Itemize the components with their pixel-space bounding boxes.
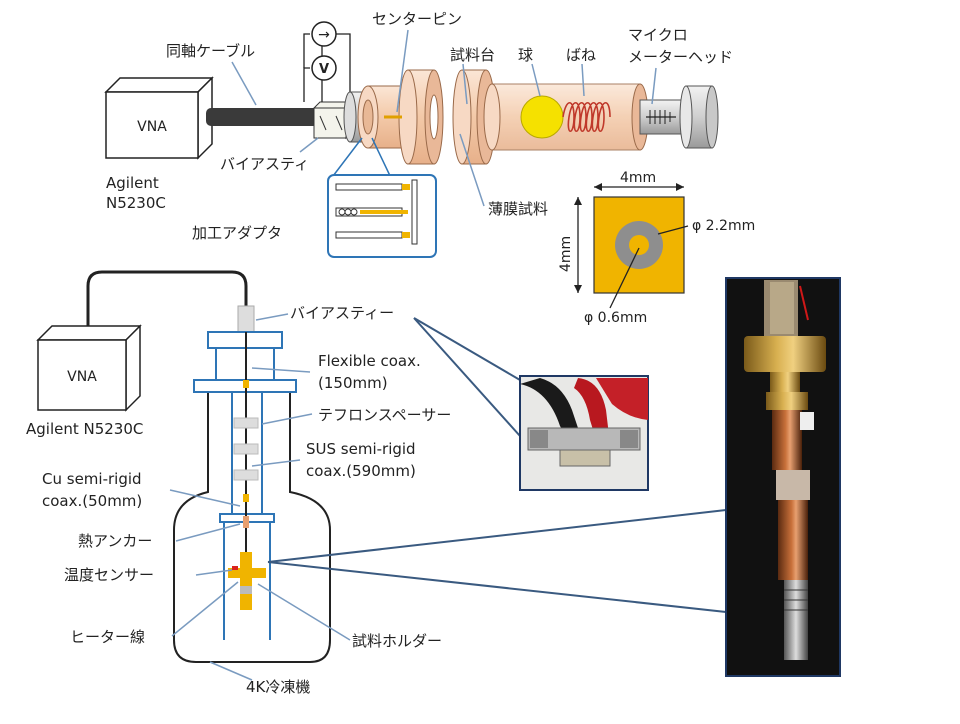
vna-model-top-1: Agilent xyxy=(106,174,159,192)
bias-tee-photo xyxy=(519,375,649,491)
micrometer-label-2: メーターヘッド xyxy=(628,48,733,66)
chip-width-label: 4mm xyxy=(620,170,656,186)
cryo-coax-cable xyxy=(86,270,248,326)
sample-holder xyxy=(228,552,266,610)
sample-stage-label: 試料台 xyxy=(450,46,495,64)
refrigerator-label: 4K冷凍機 xyxy=(246,678,310,696)
vna-model-top-2: N5230C xyxy=(106,194,166,212)
cu-coax-label-2: coax.(50mm) xyxy=(42,492,142,510)
sus-coax-label-2: coax.(590mm) xyxy=(306,462,416,480)
ball-icon xyxy=(520,95,564,139)
chip-height-label: 4mm xyxy=(558,236,574,272)
bias-tee-bottom-label: バイアスティー xyxy=(290,304,394,322)
ball-label: 球 xyxy=(518,46,533,64)
sus-coax-label-1: SUS semi-rigid xyxy=(306,440,416,458)
vna-label-bottom: VNA xyxy=(67,369,97,385)
bias-tee-bottom xyxy=(237,305,255,333)
coax-cable-label: 同軸ケーブル xyxy=(166,42,255,60)
refrigerator-vessel xyxy=(173,392,331,663)
coax-cable xyxy=(206,108,318,126)
thin-film-label: 薄膜試料 xyxy=(488,200,548,218)
teflon-spacer xyxy=(233,417,259,429)
teflon-spacer-label: テフロンスペーサー xyxy=(318,406,451,424)
bias-tee-top-label: バイアスティ xyxy=(220,155,309,173)
flexible-coax-label-2: (150mm) xyxy=(318,374,388,392)
adapter-label: 加工アダプタ xyxy=(192,224,282,242)
flexible-coax-label-1: Flexible coax. xyxy=(318,352,421,370)
cu-coax-label-1: Cu semi-rigid xyxy=(42,470,142,488)
temp-sensor-label: 温度センサー xyxy=(64,566,154,584)
adapter-zoom xyxy=(327,174,437,258)
center-pin-label: センターピン xyxy=(372,10,462,28)
chip-outer-diameter: φ 2.2mm xyxy=(692,218,755,234)
sample-holder-label: 試料ホルダー xyxy=(352,632,442,650)
bias-tee-top xyxy=(303,33,354,140)
spring-label: ばね xyxy=(566,46,596,64)
vna-box-bottom: VNA xyxy=(36,324,142,412)
sample-chip xyxy=(574,183,689,309)
vna-box-top: VNA xyxy=(104,76,214,160)
voltage-meter-icon xyxy=(311,55,337,81)
vna-label-top: VNA xyxy=(137,119,167,135)
teflon-spacer xyxy=(233,443,259,455)
center-pin-flange xyxy=(357,69,444,165)
micrometer-head xyxy=(639,85,719,149)
heater-wire-label: ヒーター線 xyxy=(70,628,145,646)
sample-holder-photo xyxy=(725,277,841,677)
voltage-meter-symbol: V xyxy=(319,62,329,77)
teflon-spacer xyxy=(233,469,259,481)
heat-anchor-label: 熱アンカー xyxy=(78,532,152,550)
chip-inner-diameter: φ 0.6mm xyxy=(584,310,647,326)
vna-model-bottom: Agilent N5230C xyxy=(26,420,143,438)
current-meter-icon xyxy=(311,21,337,47)
current-meter-symbol: → xyxy=(318,27,330,43)
spring-icon xyxy=(562,101,611,133)
spring-housing xyxy=(483,83,649,151)
micrometer-label-1: マイクロ xyxy=(628,26,688,44)
